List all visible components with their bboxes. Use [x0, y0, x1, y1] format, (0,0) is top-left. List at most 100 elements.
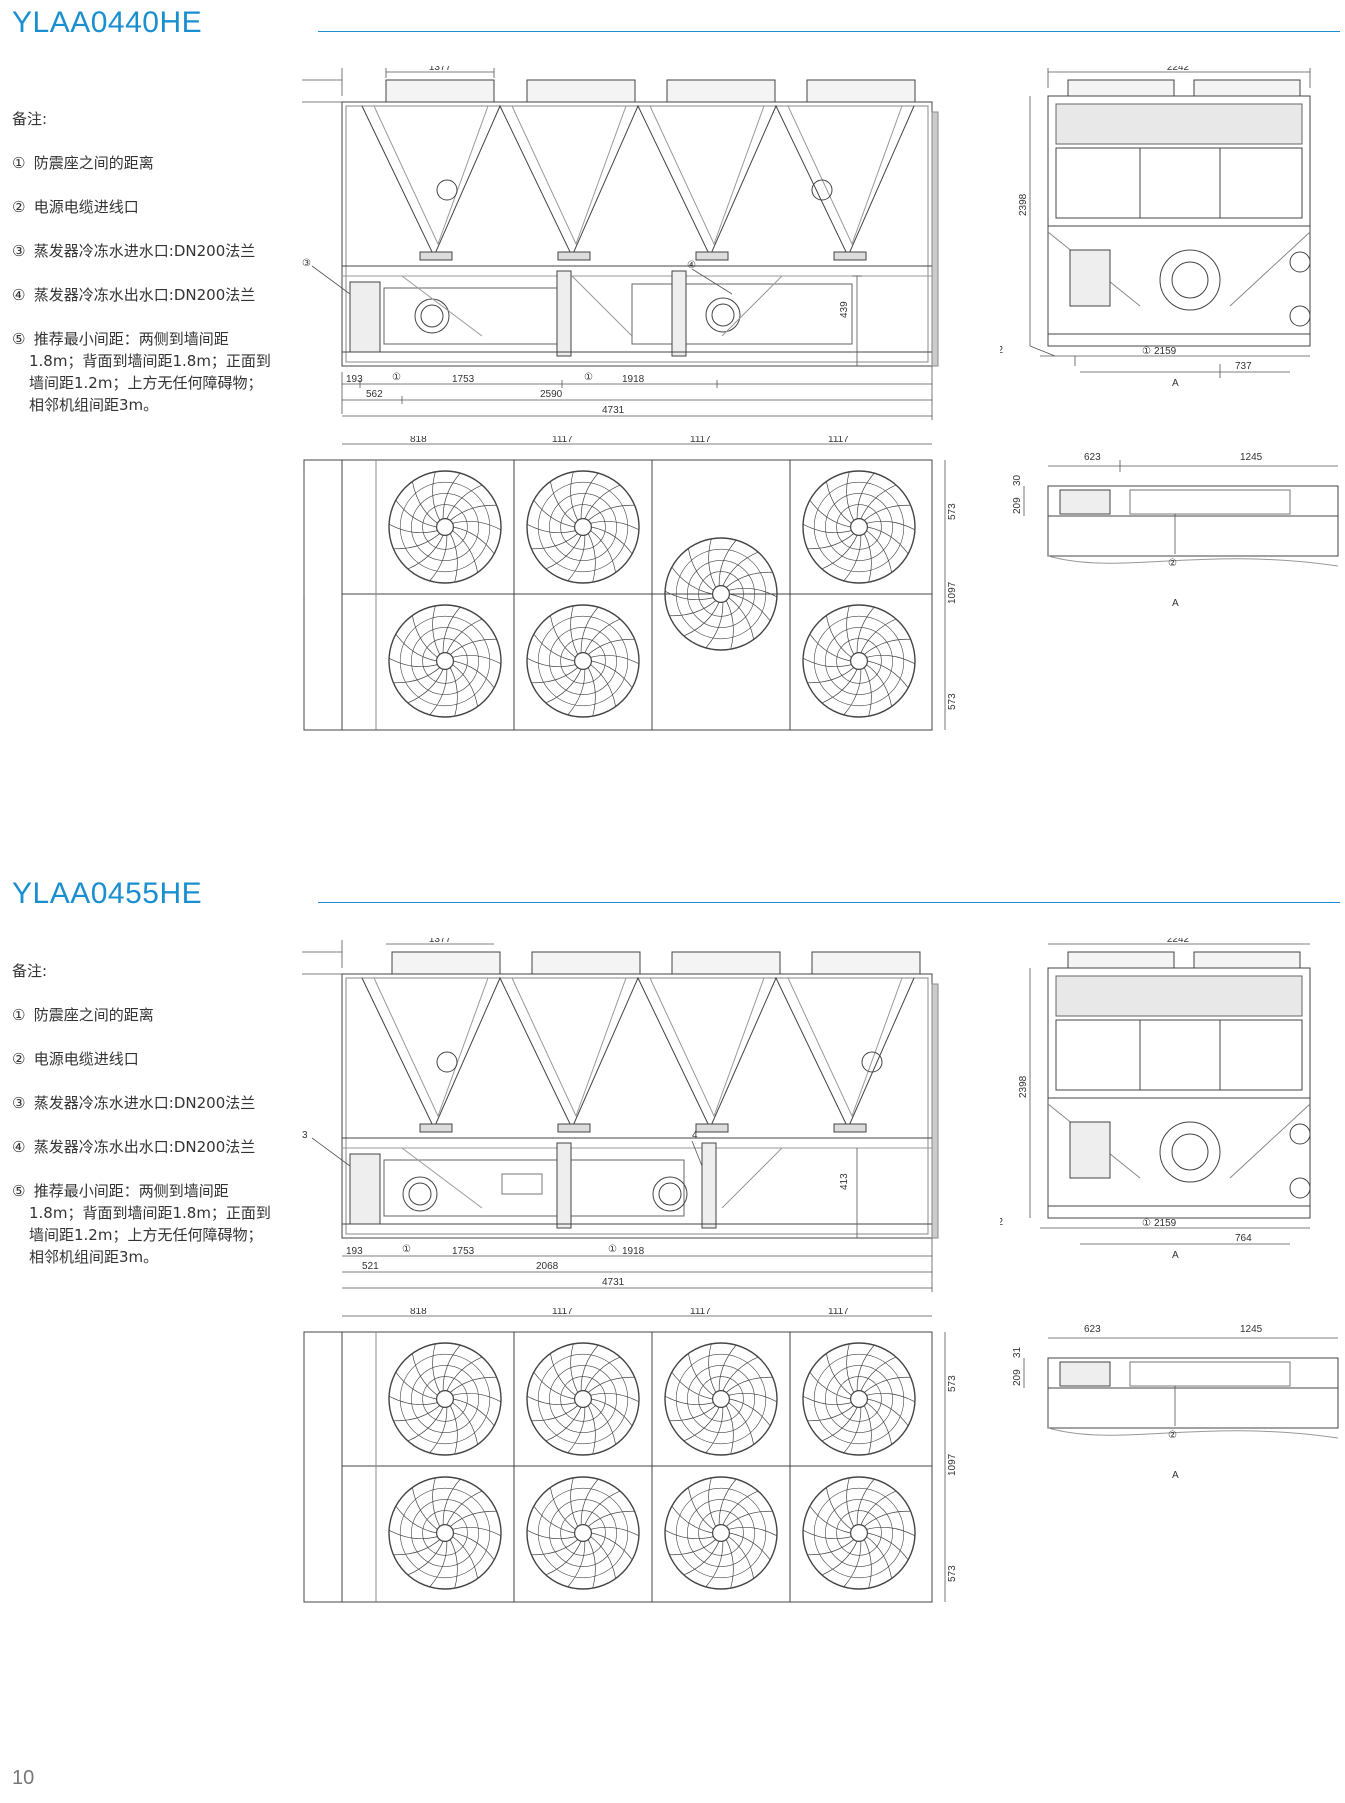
note-item: ⑤ 推荐最小间距：两侧到墙间距: [12, 1182, 229, 1200]
circle-label: ①: [392, 372, 401, 383]
dim-label: 42: [1000, 1217, 1004, 1228]
circle-label: ①: [608, 1244, 617, 1255]
dim-label: 1753: [452, 374, 475, 385]
dim-label: 1377: [429, 66, 452, 73]
dim-label: 573: [947, 1565, 958, 1582]
detail-view-svg: 623 1245 30 209 ② A: [1012, 452, 1339, 609]
dim-label: 1918: [622, 1246, 645, 1257]
circle-label: ①: [584, 372, 593, 383]
dim-label: 193: [346, 1246, 363, 1257]
fan-icon: [526, 1476, 640, 1590]
side-elevation-drawing: 2242 2398 42 ① 2159 764 A: [1000, 938, 1345, 1308]
title-rule: [318, 31, 1340, 32]
side-elevation-svg: 2242 2398 42 ① 2159 764 A: [1000, 938, 1311, 1261]
fan-icon: [526, 604, 640, 718]
view-label: A: [1172, 598, 1179, 609]
fan-icon: [802, 1342, 916, 1456]
side-elevation-drawing: 2242 2398 42 ① 2159 737 A: [1000, 66, 1345, 436]
fan-icon: [388, 604, 502, 718]
dim-label: 2590: [540, 389, 563, 400]
top-view-svg: 818 1117 1117 1117 1110 573 1097 573: [303, 436, 958, 731]
model-title: YLAA0455HE: [12, 877, 203, 910]
dim-label: 2242: [1167, 938, 1190, 945]
fan-icon: [526, 1342, 640, 1456]
note-item: ① 防震座之间的距离: [12, 1006, 154, 1024]
note-item: ③ 蒸发器冷冻水进水口:DN200法兰: [12, 1094, 256, 1112]
fan-icon: [664, 537, 778, 651]
dim-label: 1377: [429, 938, 452, 945]
dim-label: 2398: [1018, 193, 1029, 216]
view-label: A: [1172, 1250, 1179, 1261]
fan-icon: [526, 470, 640, 584]
dim-label: 1117: [552, 436, 573, 445]
dim-label: 4731: [602, 1277, 625, 1288]
fan-icon: [664, 1342, 778, 1456]
dim-label: 1117: [690, 1308, 711, 1317]
dim-label: 764: [1235, 1233, 1252, 1244]
fan-icon: [388, 1342, 502, 1456]
dim-label: 1117: [828, 1308, 849, 1317]
note-item: ④ 蒸发器冷冻水出水口:DN200法兰: [12, 1138, 256, 1156]
dim-label: 1097: [947, 1453, 958, 1476]
view-label: A: [1172, 1470, 1179, 1481]
fan-icon: [664, 1476, 778, 1590]
dim-label: 1117: [690, 436, 711, 445]
dim-label: 1245: [1240, 452, 1263, 463]
dim-label: 2242: [1167, 66, 1190, 73]
fan-icon: [388, 470, 502, 584]
dim-label: 209: [1012, 497, 1023, 514]
dim-label: 1753: [452, 1246, 475, 1257]
dim-label: 4731: [602, 405, 625, 416]
circle-label: ③: [302, 258, 311, 269]
dim-label: 2068: [536, 1261, 559, 1272]
fan-icon: [802, 604, 916, 718]
notes-heading: 备注:: [12, 110, 48, 128]
front-elevation-svg: 1377 113 193 1753 1918 ① ① 562 2590 4731…: [302, 66, 939, 420]
fan-icon: [802, 470, 916, 584]
dim-label: 623: [1084, 452, 1101, 463]
side-elevation-svg: 2242 2398 42 ① 2159 737 A: [1000, 66, 1311, 389]
note-item: ② 电源电缆进线口: [12, 1050, 139, 1068]
fan-icon: [388, 1476, 502, 1590]
dim-label: 1117: [828, 436, 849, 445]
circle-label: ②: [1168, 1430, 1177, 1441]
circle-label: 3: [302, 1130, 308, 1141]
dim-label: 737: [1235, 361, 1252, 372]
note-item: ① 防震座之间的距离: [12, 154, 154, 172]
circle-label: 4: [692, 1130, 698, 1141]
dim-label: 413: [839, 1173, 850, 1190]
dim-label: 573: [947, 1375, 958, 1392]
dim-label: 818: [410, 1308, 427, 1317]
dim-label: 2159: [1154, 1218, 1177, 1229]
dim-label: 818: [410, 436, 427, 445]
dim-label: 2159: [1154, 346, 1177, 357]
page-number: 10: [12, 1767, 35, 1789]
notes: 备注: ① 防震座之间的距离 ② 电源电缆进线口 ③ 蒸发器冷冻水进水口:DN2…: [12, 108, 302, 416]
view-label: A: [1172, 378, 1179, 389]
top-view-svg: 818 1117 1117 1117 573 1097 573: [303, 1308, 958, 1603]
front-elevation-drawing: 1377 113 193 1753 1918 ① ① 562 2590 4731…: [302, 66, 962, 436]
dim-label: 42: [1000, 345, 1004, 356]
circle-label: ①: [1142, 1218, 1151, 1229]
detail-view-drawing: 623 1245 31 209 ② A: [1000, 1318, 1345, 1488]
dim-label: 623: [1084, 1324, 1101, 1335]
dim-label: 1918: [622, 374, 645, 385]
detail-view-drawing: 623 1245 30 209 ② A: [1000, 446, 1345, 616]
dim-label: 209: [1012, 1369, 1023, 1386]
circle-label: ①: [1142, 346, 1151, 357]
note-item: ③ 蒸发器冷冻水进水口:DN200法兰: [12, 242, 256, 260]
note-item: ④ 蒸发器冷冻水出水口:DN200法兰: [12, 286, 256, 304]
note-item: ② 电源电缆进线口: [12, 198, 139, 216]
dim-label: 2398: [1018, 1075, 1029, 1098]
dim-label: 573: [947, 503, 958, 520]
dim-label: 562: [366, 389, 383, 400]
title-rule: [318, 902, 1340, 903]
front-elevation-drawing: 1377 113 193 1753 1918 ① ① 521 2068 4731…: [302, 938, 962, 1308]
fan-icon: [802, 1476, 916, 1590]
detail-view-svg: 623 1245 31 209 ② A: [1012, 1324, 1339, 1481]
notes: 备注: ① 防震座之间的距离 ② 电源电缆进线口 ③ 蒸发器冷冻水进水口:DN2…: [12, 960, 302, 1268]
model-title: YLAA0440HE: [12, 6, 203, 39]
dim-label: 521: [362, 1261, 379, 1272]
dim-label: 573: [947, 693, 958, 710]
front-elevation-svg: 1377 113 193 1753 1918 ① ① 521 2068 4731…: [302, 938, 939, 1292]
